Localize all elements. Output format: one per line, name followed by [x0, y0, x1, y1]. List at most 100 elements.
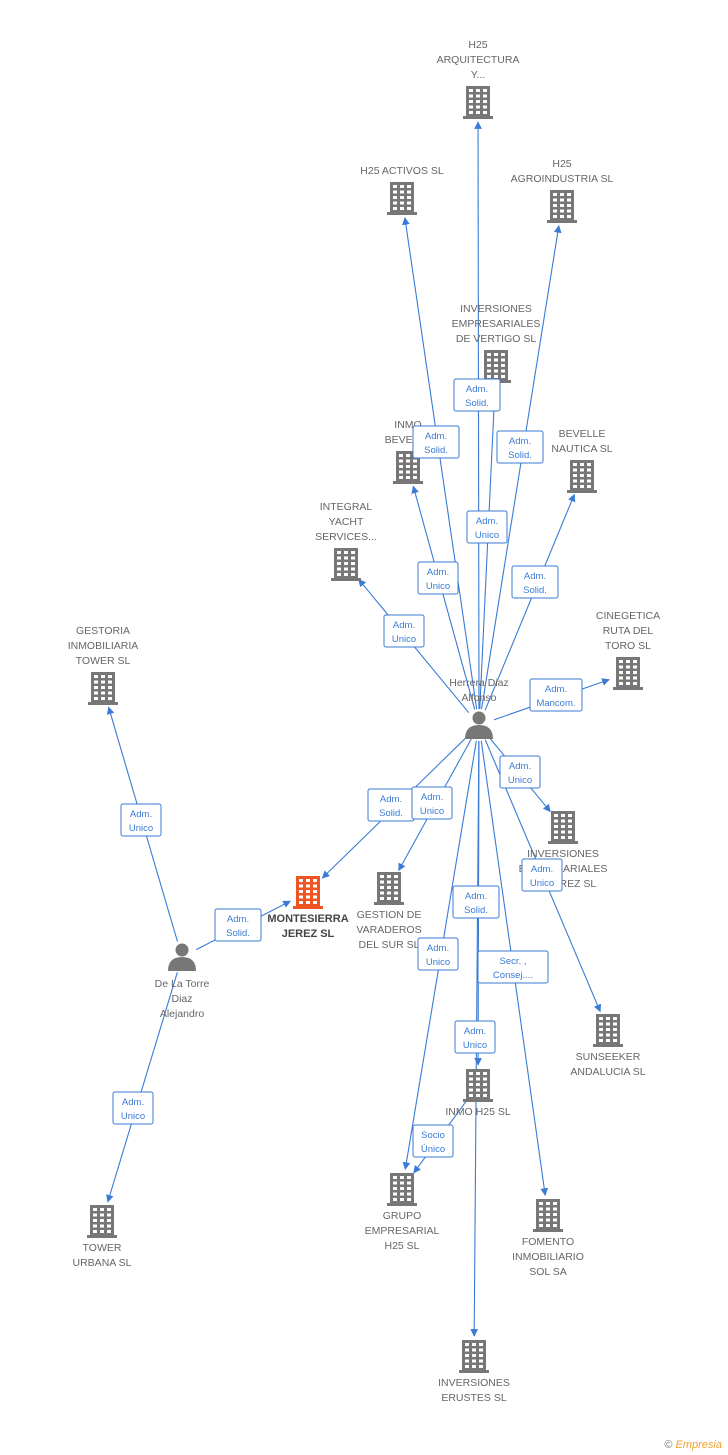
node-label: TORO SL [605, 640, 651, 652]
edge-herrera-h25act [402, 217, 478, 710]
company-node-vertigo[interactable]: INVERSIONES EMPRESARIALES DE VERTIGO SL [452, 303, 541, 383]
node-label: ARQUITECTURA [437, 54, 520, 66]
edge-label-line: Adm. [122, 1097, 144, 1108]
building-icon [463, 86, 493, 119]
edge-label-herrera-h25arq[interactable]: Adm.Solid. [453, 378, 501, 412]
building-icon [331, 548, 361, 581]
node-label: SERVICES... [315, 531, 377, 543]
node-label: De La Torre [155, 978, 210, 990]
edge-label-line: Consej.... [493, 970, 533, 981]
edge-herrera-vertigo [479, 385, 499, 710]
node-label: SOL SA [529, 1266, 567, 1278]
edge-label-herrera-varaderos[interactable]: Adm. Unico [411, 786, 453, 820]
edge-label-line: Adm. [227, 914, 249, 925]
node-label: INTEGRAL [320, 501, 373, 513]
edge-delatorre-tower [106, 972, 178, 1203]
edge-label-line: Adm. [531, 864, 553, 875]
edge-label-line: Adm. [427, 943, 449, 954]
node-label: H25 SL [384, 1240, 419, 1252]
company-node-cinegetica[interactable]: CINEGETICA RUTA DEL TORO SL [596, 610, 660, 690]
edge-label-herrera-vertigo[interactable]: Adm.Unico [466, 510, 508, 544]
edge-label-herrera-fomento[interactable]: Secr. , Consej.... [477, 950, 549, 984]
person-icon [168, 943, 196, 971]
node-label: EMPRESARIALES [452, 318, 541, 330]
node-label: VARADEROS [356, 924, 421, 936]
edge-label-herrera-integral[interactable]: Adm.Unico [383, 614, 425, 648]
building-icon [593, 1014, 623, 1047]
node-label: CINEGETICA [596, 610, 660, 622]
node-label: Herrera Diaz [449, 677, 509, 689]
edge-label-herrera-h25agro[interactable]: Adm.Solid. [496, 430, 544, 464]
node-label: Diaz [171, 993, 192, 1005]
edge-label-delatorre-montesierra[interactable]: Adm.Solid. [214, 908, 262, 942]
edge-label-line: Unico [420, 806, 444, 817]
edge-label-line: Secr. , [500, 956, 527, 967]
edge-label-line: Adm. [421, 792, 443, 803]
node-label: DE VERTIGO SL [456, 333, 536, 345]
company-node-inmoh25[interactable]: INMO H25 SL [445, 1069, 511, 1118]
edge-label-herrera-erustes[interactable]: Adm.Unico [454, 1020, 496, 1054]
node-label: Alfonso [461, 692, 496, 704]
node-label: RUTA DEL [603, 625, 654, 637]
node-label: BEVELLE [559, 428, 606, 440]
edge-label-herrera-invemp[interactable]: Adm.Unico [521, 858, 563, 892]
edge-label-herrera-inmoh25[interactable]: Adm.Solid. [452, 885, 500, 919]
edge-label-line: Adm. [427, 567, 449, 578]
building-icon [293, 876, 323, 909]
edge-label-herrera-cinegetica[interactable]: Adm.Mancom. [529, 678, 583, 712]
company-node-integral[interactable]: INTEGRALYACHTSERVICES... [315, 501, 377, 581]
edge-label-line: Adm. [465, 891, 487, 902]
edge-label-herrera-bevnau[interactable]: Adm.Solid. [511, 565, 559, 599]
node-label: INVERSIONES [460, 303, 532, 315]
edge-label-line: Solid. [379, 808, 403, 819]
edge-label-herrera-h25act[interactable]: Adm.Solid. [412, 425, 460, 459]
building-icon [548, 811, 578, 844]
company-node-erustes[interactable]: INVERSIONES ERUSTES SL [438, 1340, 510, 1404]
edge-label-herrera-montesierra[interactable]: Adm.Solid. [367, 788, 415, 822]
node-label: FOMENTO [522, 1236, 574, 1248]
edge-label-line: Adm. [130, 809, 152, 820]
edge-label-herrera-grupo[interactable]: Adm.Unico [417, 937, 459, 971]
node-label: TOWER [83, 1242, 122, 1254]
node-label: H25 [552, 158, 571, 170]
edge-label-line: Unico [463, 1040, 487, 1051]
footer: © Empresia [664, 1439, 722, 1451]
company-node-h25act[interactable]: H25 ACTIVOS SL [360, 165, 444, 215]
edge-label-line: Unico [121, 1111, 145, 1122]
edge-label-delatorre-tower[interactable]: Adm. Unico [112, 1091, 154, 1125]
edge-label-delatorre-gestoria[interactable]: Adm. Unico [120, 803, 162, 837]
edge-labels-layer: Adm.Solid.Adm.Solid.Adm.Solid.Adm.UnicoA… [112, 378, 583, 1158]
node-label: INMOBILIARIA [68, 640, 139, 652]
node-label: INVERSIONES [438, 1377, 510, 1389]
edge-label-line: Adm. [524, 571, 546, 582]
building-icon [613, 657, 643, 690]
node-label: INMOBILIARIO [512, 1251, 584, 1263]
edge-label-herrera-inmobev[interactable]: Adm.Unico [417, 561, 459, 595]
node-label: ERUSTES SL [441, 1392, 507, 1404]
node-label: Alejandro [160, 1008, 205, 1020]
node-label: Y... [471, 69, 485, 81]
edge-label-line: Adm. [509, 436, 531, 447]
company-node-fomento[interactable]: FOMENTO INMOBILIARIO SOL SA [512, 1199, 584, 1278]
company-node-h25arq[interactable]: H25ARQUITECTURAY... [437, 39, 520, 119]
building-icon [463, 1069, 493, 1102]
edge-label-herrera-sunseeker[interactable]: Adm.Unico [499, 755, 541, 789]
building-icon [87, 1205, 117, 1238]
edge-label-line: Unico [129, 823, 153, 834]
copyright-mark: © [664, 1439, 673, 1451]
edge-label-line: Unico [475, 530, 499, 541]
node-label: MONTESIERRA [267, 913, 348, 925]
brand-logo[interactable]: Empresia [675, 1439, 722, 1451]
edge-herrera-inmobev [411, 485, 476, 710]
